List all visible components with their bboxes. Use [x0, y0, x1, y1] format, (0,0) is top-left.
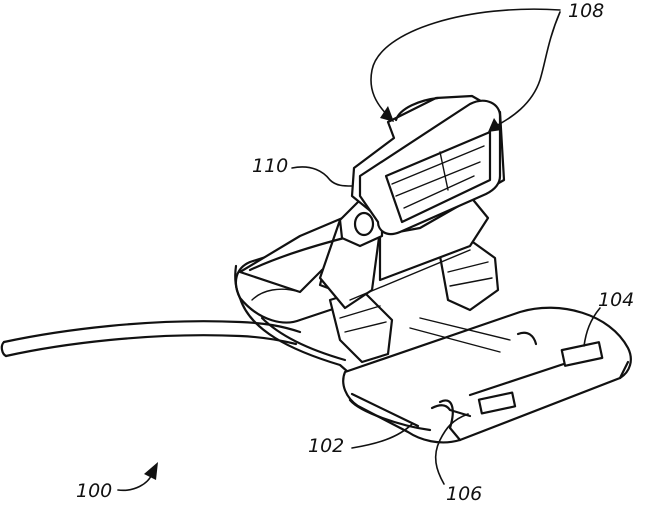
leader-110 [292, 167, 352, 186]
cord [2, 321, 300, 356]
ref-label-106: 106 [446, 483, 482, 505]
leader-100 [118, 462, 158, 490]
ref-label-110: 110 [252, 155, 288, 177]
ref-label-104: 104 [598, 289, 634, 311]
ref-label-102: 102 [308, 435, 344, 457]
ref-label-108: 108 [568, 0, 604, 22]
ref-label-100: 100 [76, 480, 112, 502]
